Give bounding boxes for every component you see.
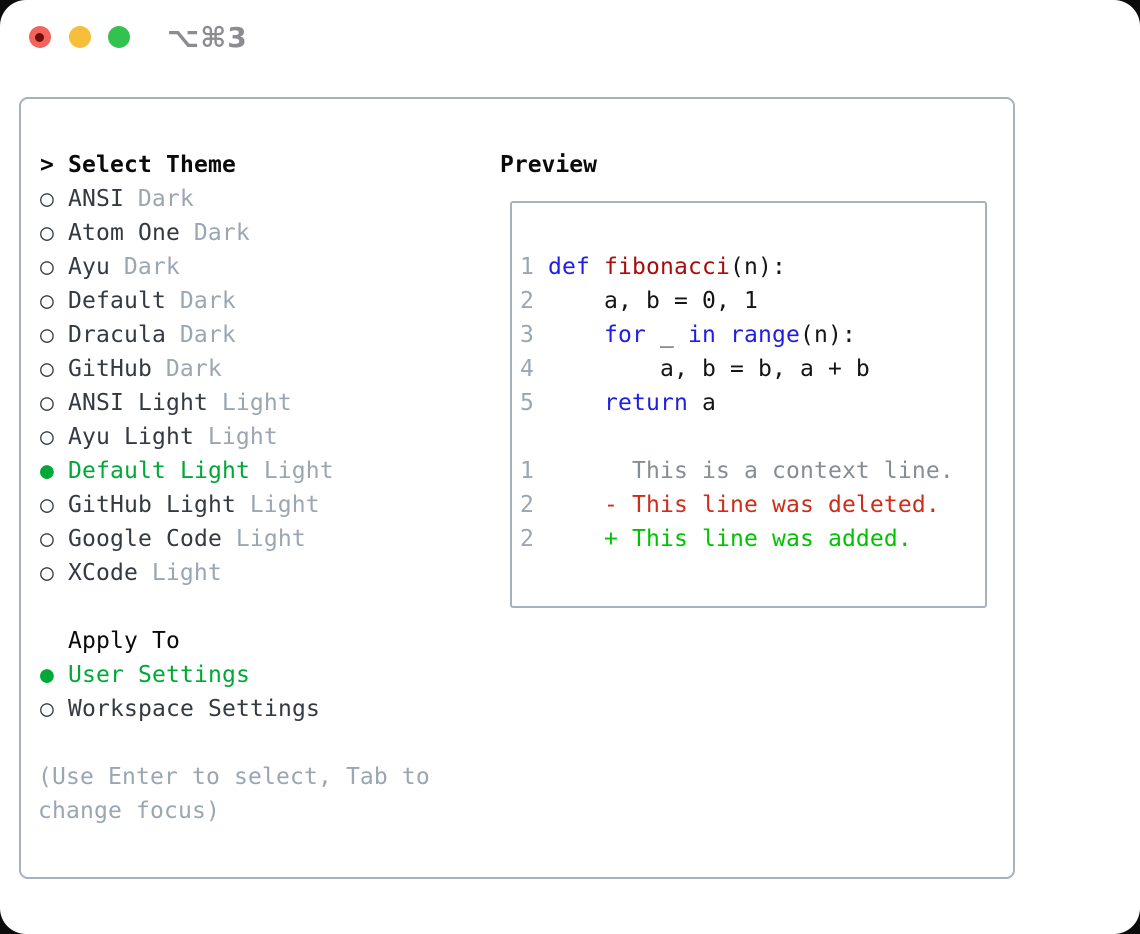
preview-title: Preview xyxy=(500,152,597,178)
theme-name: ANSI xyxy=(68,186,124,212)
close-button[interactable] xyxy=(29,26,51,48)
theme-option-ansi-dark[interactable]: ○ ANSI Dark xyxy=(40,182,430,216)
theme-name: Google Code xyxy=(68,526,222,552)
theme-variant: Dark xyxy=(165,356,222,382)
theme-option-ayu-light[interactable]: ○ Ayu Light Light xyxy=(40,420,430,454)
apply-option-label: User Settings xyxy=(68,662,250,688)
window-title: ⌥⌘3 xyxy=(167,21,248,54)
radio-unselected-icon: ○ xyxy=(40,424,68,450)
minimize-button[interactable] xyxy=(69,26,91,48)
theme-option-xcode[interactable]: ○ XCode Light xyxy=(40,556,430,590)
diff-added-line: 2 + This line was added. xyxy=(520,526,912,552)
apply-option-label: Workspace Settings xyxy=(68,696,320,722)
help-text-line-1: (Use Enter to select, Tab to xyxy=(38,764,430,790)
theme-variant: Dark xyxy=(179,322,236,348)
radio-unselected-icon: ○ xyxy=(40,526,68,552)
theme-variant: Dark xyxy=(123,254,180,280)
radio-unselected-icon: ○ xyxy=(40,356,68,382)
radio-unselected-icon: ○ xyxy=(40,220,68,246)
diff-deleted-line: 2 - This line was deleted. xyxy=(520,492,940,518)
zoom-button[interactable] xyxy=(108,26,130,48)
theme-name: Atom One xyxy=(68,220,180,246)
modified-dot-icon xyxy=(35,33,44,42)
theme-name: XCode xyxy=(68,560,138,586)
theme-option-google-code[interactable]: ○ Google Code Light xyxy=(40,522,430,556)
theme-option-dracula-dark[interactable]: ○ Dracula Dark xyxy=(40,318,430,352)
theme-name: Ayu xyxy=(68,254,110,280)
select-theme-label: Select Theme xyxy=(68,152,236,178)
theme-variant: Light xyxy=(151,560,222,586)
theme-variant: Light xyxy=(263,458,334,484)
code-line: 2 a, b = 0, 1 xyxy=(520,288,758,314)
theme-option-github-dark[interactable]: ○ GitHub Dark xyxy=(40,352,430,386)
radio-unselected-icon: ○ xyxy=(40,390,68,416)
theme-variant: Light xyxy=(207,424,278,450)
diff-sample: 1 This is a context line. 2 - This line … xyxy=(520,454,985,556)
code-line: 1 def fibonacci(n): xyxy=(520,254,786,280)
radio-unselected-icon: ○ xyxy=(40,288,68,314)
code-line: 3 for _ in range(n): xyxy=(520,322,856,348)
apply-to-header: Apply To xyxy=(40,624,430,658)
theme-name: ANSI Light xyxy=(68,390,208,416)
apply-option-workspace-settings[interactable]: ○ Workspace Settings xyxy=(40,692,430,726)
code-line: 5 return a xyxy=(520,390,716,416)
radio-selected-icon: ● xyxy=(40,458,68,484)
theme-name: Default xyxy=(68,288,166,314)
theme-option-ayu-dark[interactable]: ○ Ayu Dark xyxy=(40,250,430,284)
theme-variant: Light xyxy=(221,390,292,416)
radio-unselected-icon: ○ xyxy=(40,254,68,280)
theme-option-atom-one-dark[interactable]: ○ Atom One Dark xyxy=(40,216,430,250)
theme-name: Dracula xyxy=(68,322,166,348)
theme-variant: Light xyxy=(249,492,320,518)
cursor-icon: > xyxy=(40,152,68,178)
theme-option-default-light-selected[interactable]: ● Default Light Light xyxy=(40,454,430,488)
select-theme-header: > Select Theme xyxy=(40,148,430,182)
theme-name: GitHub xyxy=(68,356,152,382)
code-sample: 1 def fibonacci(n): 2 a, b = 0, 1 3 for … xyxy=(520,250,985,420)
theme-name: Default Light xyxy=(68,458,250,484)
radio-unselected-icon: ○ xyxy=(40,322,68,348)
radio-selected-icon: ● xyxy=(40,662,68,688)
help-text-line-2: change focus) xyxy=(38,798,220,824)
apply-to-label: Apply To xyxy=(68,628,180,654)
theme-variant: Light xyxy=(235,526,306,552)
theme-preview-pane: 1 def fibonacci(n): 2 a, b = 0, 1 3 for … xyxy=(510,201,987,608)
theme-variant: Dark xyxy=(137,186,194,212)
radio-unselected-icon: ○ xyxy=(40,186,68,212)
theme-variant: Dark xyxy=(179,288,236,314)
radio-unselected-icon: ○ xyxy=(40,696,68,722)
radio-unselected-icon: ○ xyxy=(40,560,68,586)
theme-name: Ayu Light xyxy=(68,424,194,450)
code-line: 4 a, b = b, a + b xyxy=(520,356,870,382)
theme-option-github-light[interactable]: ○ GitHub Light Light xyxy=(40,488,430,522)
apply-option-user-settings-selected[interactable]: ● User Settings xyxy=(40,658,430,692)
theme-option-ansi-light[interactable]: ○ ANSI Light Light xyxy=(40,386,430,420)
diff-context-line: 1 This is a context line. xyxy=(520,458,954,484)
theme-variant: Dark xyxy=(193,220,250,246)
theme-option-default-dark[interactable]: ○ Default Dark xyxy=(40,284,430,318)
radio-unselected-icon: ○ xyxy=(40,492,68,518)
theme-name: GitHub Light xyxy=(68,492,236,518)
